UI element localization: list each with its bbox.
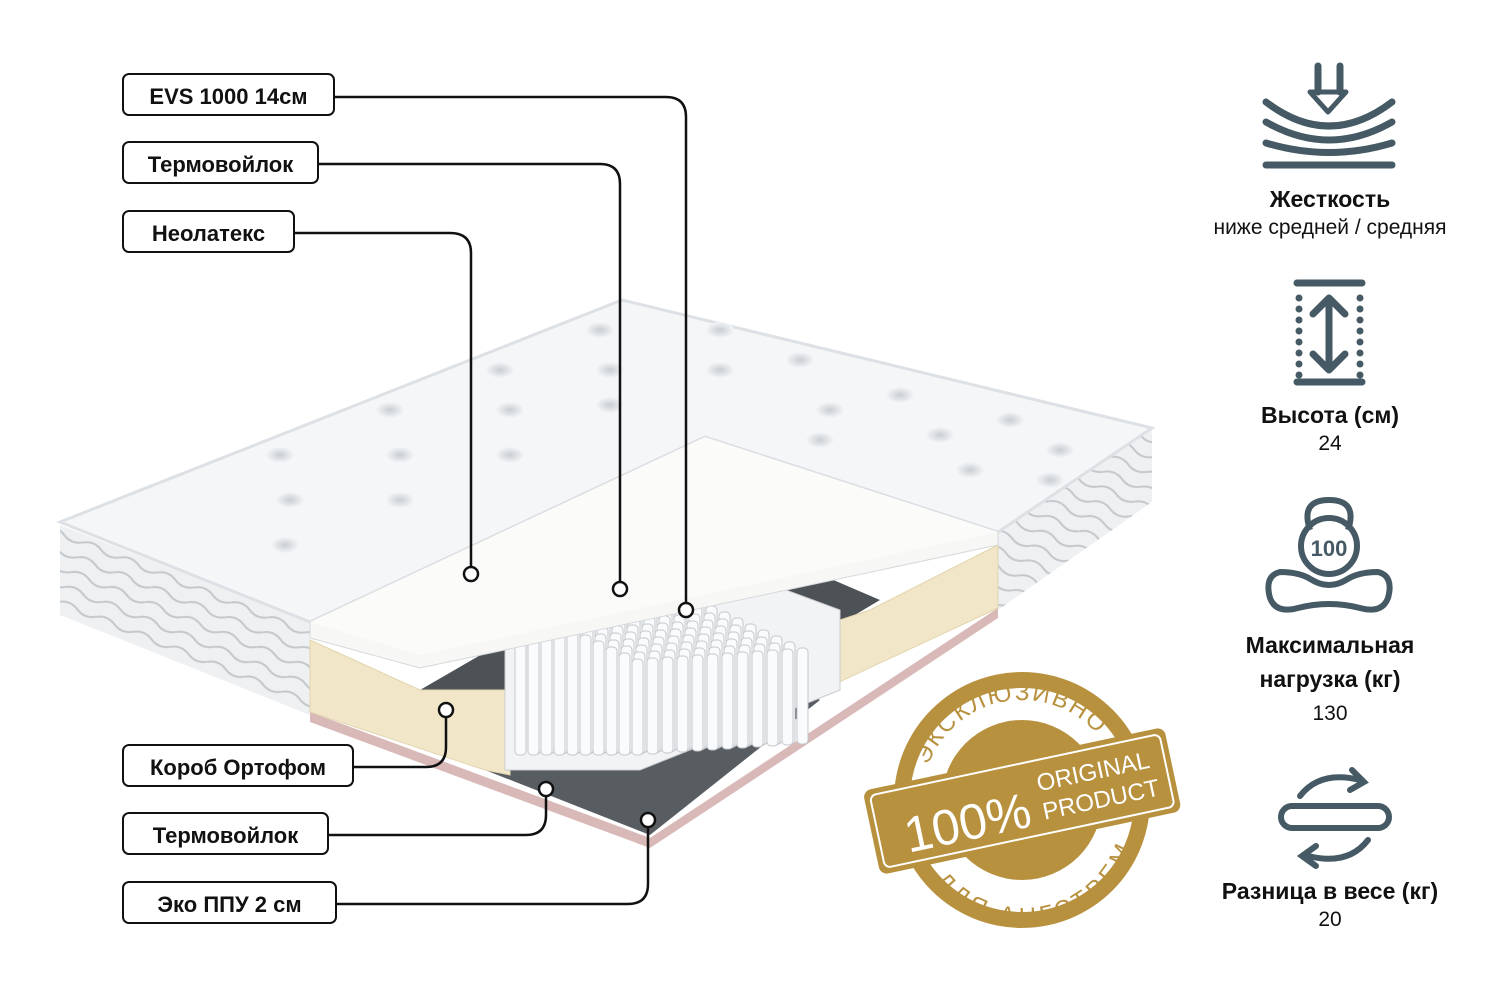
- spec-height: Высота (см) 24: [1180, 398, 1480, 456]
- spec-title: Разница в весе (кг): [1221, 878, 1439, 904]
- layer-label-neolatex: Неолатекс: [122, 210, 295, 253]
- spec-value: 24: [1318, 432, 1342, 455]
- quilt-tuft: [926, 427, 954, 443]
- spring-coil: [661, 656, 674, 754]
- spring-coil: [646, 657, 659, 755]
- spring-coil: [592, 640, 605, 756]
- dot: [1295, 349, 1303, 357]
- spring-coil: [605, 646, 618, 756]
- spring-coil: [676, 655, 689, 753]
- spring-grid: [514, 593, 809, 756]
- dot: [1356, 338, 1364, 346]
- leader-lines: [294, 95, 688, 906]
- spring-coil: [618, 652, 631, 756]
- quilt-tuft: [956, 462, 984, 478]
- spec-title-line2: нагрузка (кг): [1259, 666, 1401, 692]
- foam-box-left: [309, 639, 511, 776]
- spec-value: 130: [1312, 702, 1348, 725]
- quilt-tuft: [496, 402, 524, 418]
- quilt-tuft: [596, 397, 624, 413]
- spec-weight-difference: Разница в весе (кг) 20: [1180, 874, 1480, 932]
- quilt-tuft: [496, 447, 524, 463]
- quilt-tuft: [816, 402, 844, 418]
- spring-coil: [796, 647, 809, 745]
- quilt-tuft: [886, 387, 914, 403]
- dot: [1295, 294, 1303, 302]
- dot: [1356, 371, 1364, 379]
- weight-load-icon: 100: [1265, 496, 1393, 613]
- quilt-tuft: [271, 537, 299, 553]
- spring-coil: [781, 648, 794, 746]
- quilt-tuft: [996, 412, 1024, 428]
- dot: [1356, 349, 1364, 357]
- spring-coil: [579, 634, 592, 756]
- quilt-tuft: [376, 402, 404, 418]
- spring-coil: [553, 622, 566, 756]
- dot: [1356, 327, 1364, 335]
- height-icon: [1293, 279, 1366, 386]
- layer-label-thermofelt-top: Термовойлок: [122, 141, 319, 184]
- quilt-tuft: [386, 447, 414, 463]
- quilt-tuft: [786, 352, 814, 368]
- spec-title-line1: Максимальная: [1245, 632, 1415, 658]
- quilt-tuft: [1046, 442, 1074, 458]
- quilt-tuft: [266, 447, 294, 463]
- firmness-icon: [1262, 62, 1396, 169]
- spring-coil: [736, 651, 749, 749]
- spring-coil: [721, 652, 734, 750]
- dot: [1295, 371, 1303, 379]
- quilt-tuft: [806, 432, 834, 448]
- quilt-tufts: [266, 322, 1074, 553]
- dot: [1295, 338, 1303, 346]
- layer-label-eco-ppu: Эко ППУ 2 см: [122, 881, 337, 924]
- spring-coil: [706, 653, 719, 751]
- quilt-tuft: [386, 492, 414, 508]
- rotate-icon: [1278, 767, 1392, 869]
- spring-coil: [751, 650, 764, 748]
- spec-max-load: Максимальная нагрузка (кг) 130: [1180, 628, 1480, 726]
- spec-title: Высота (см): [1260, 402, 1400, 428]
- quilt-tuft: [706, 322, 734, 338]
- layer-label-foam-box: Короб Ортофом: [122, 744, 354, 787]
- dot: [1356, 294, 1364, 302]
- spec-value: 20: [1318, 908, 1342, 931]
- spring-coil: [566, 628, 579, 756]
- dot: [1356, 305, 1364, 313]
- dot: [1295, 327, 1303, 335]
- quilt-tuft: [706, 362, 734, 378]
- dot: [1295, 360, 1303, 368]
- dot: [1295, 305, 1303, 313]
- quilt-tuft: [586, 322, 614, 338]
- spring-coil: [691, 654, 704, 752]
- dot: [1295, 316, 1303, 324]
- dot: [1356, 360, 1364, 368]
- quilt-tuft: [486, 362, 514, 378]
- spec-title: Жесткость: [1269, 186, 1391, 212]
- quilt-tuft: [596, 362, 624, 378]
- spec-value: ниже средней / средняя: [1213, 216, 1447, 239]
- quilt-tuft: [1036, 472, 1064, 488]
- layer-label-evs: EVS 1000 14см: [122, 73, 335, 116]
- spec-firmness: Жесткость ниже средней / средняя: [1180, 182, 1480, 240]
- original-product-badge: ЭКСКЛЮЗИВНО ДЛЯ АНГСТРЕМ 100% ORIGINAL P…: [864, 663, 1181, 947]
- quilt-tuft: [276, 492, 304, 508]
- dot: [1356, 316, 1364, 324]
- weight-icon-text: 100: [1311, 536, 1348, 561]
- spring-coil: [631, 658, 644, 756]
- spring-coil: [766, 649, 779, 747]
- leader-dots: [437, 565, 695, 829]
- layer-label-thermofelt-bottom: Термовойлок: [122, 812, 329, 855]
